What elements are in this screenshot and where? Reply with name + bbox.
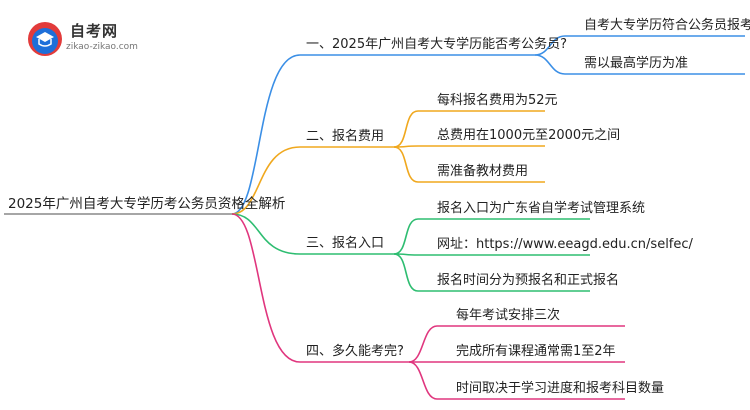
logo-title: 自考网 [70, 22, 119, 40]
branch-1-curve [231, 54, 301, 215]
branch-2-item-1: 每科报名费用为52元 [437, 93, 558, 108]
graduation-cap-icon [28, 22, 62, 56]
branch-2-child-1-curve [393, 110, 419, 148]
branch-4-item-2: 完成所有课程通常需1至2年 [456, 344, 616, 359]
branch-3-child-1-curve [393, 218, 419, 255]
branch-4-curve [231, 213, 301, 363]
branch-4-child-3-curve [408, 361, 438, 400]
branch-3-child-3-curve [393, 253, 419, 292]
branch-2-label: 二、报名费用 [306, 129, 385, 144]
branch-3-curve [231, 213, 301, 255]
site-logo: 自考网 zikao-zikao.com [28, 20, 158, 60]
branch-1-child-2-curve [534, 54, 566, 75]
branch-4-item-1: 每年考试安排三次 [456, 308, 561, 323]
branch-1-item-2: 需以最高学历为准 [584, 56, 689, 71]
branch-2-item-3: 需准备教材费用 [437, 164, 529, 179]
branch-4-label: 四、多久能考完? [306, 344, 404, 359]
branch-4-child-1-curve [408, 325, 438, 363]
branch-4-item-3: 时间取决于学习进度和报考科目数量 [456, 381, 665, 396]
branch-3-item-1: 报名入口为广东省自学考试管理系统 [437, 201, 646, 216]
logo-url: zikao-zikao.com [66, 42, 138, 52]
branch-2-item-2: 总费用在1000元至2000元之间 [437, 128, 621, 143]
branch-2-curve [231, 146, 301, 215]
branch-2-child-3-curve [393, 146, 419, 183]
branch-3-label: 三、报名入口 [306, 236, 385, 251]
branch-3-item-3: 报名时间分为预报名和正式报名 [437, 273, 620, 288]
branch-1-child-1-curve [534, 35, 566, 56]
root-topic: 2025年广州自考大专学历考公务员资格全解析 [8, 196, 286, 212]
branch-3-item-2: 网址：https://www.eeagd.edu.cn/selfec/ [437, 237, 693, 252]
branch-1-label: 一、2025年广州自考大专学历能否考公务员? [306, 37, 567, 52]
branch-1-item-1: 自考大专学历符合公务员报考要求 [584, 18, 750, 33]
